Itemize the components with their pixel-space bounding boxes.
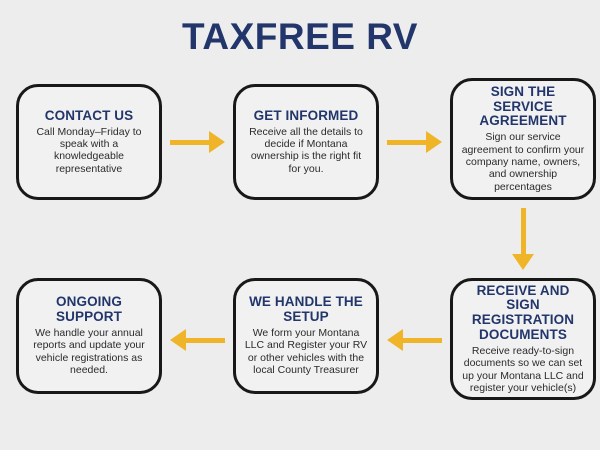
arrow-head [426,131,442,153]
step-box-we-handle-the-setup: WE HANDLE THE SETUP We form your Montana… [233,278,379,394]
arrow-right-icon [387,131,442,153]
arrow-head [387,329,403,351]
arrow-shaft [170,139,209,145]
step-box-ongoing-support: ONGOING SUPPORT We handle your annual re… [16,278,162,394]
step-body: Sign our service agreement to confirm yo… [461,131,585,193]
arrow-shaft [186,337,225,343]
step-title: ONGOING SUPPORT [56,294,122,325]
step-title: GET INFORMED [253,107,359,123]
arrow-down-icon [512,208,534,270]
arrow-shaft [403,337,442,343]
arrow-head [512,254,534,270]
arrow-shaft [387,139,426,145]
step-title: RECEIVE AND SIGN REGISTRATION DOCUMENTS [471,282,575,343]
arrow-head [209,131,225,153]
step-body: We form your Montana LLC and Register yo… [244,327,368,377]
step-body: Receive ready-to-sign documents so we ca… [462,344,584,395]
page-title: TAXFREE RV [182,16,418,57]
step-title: SIGN THE SERVICE AGREEMENT [479,83,567,129]
step-body: Call Monday–Friday to speak with a knowl… [36,125,142,175]
arrow-left-icon [170,329,225,351]
arrow-right-icon [170,131,225,153]
arrow-left-icon [387,329,442,351]
step-box-contact-us: CONTACT US Call Monday–Friday to speak w… [16,84,162,200]
arrow-head [170,329,186,351]
step-box-receive-sign: RECEIVE AND SIGN REGISTRATION DOCUMENTS … [450,278,596,400]
step-title: CONTACT US [44,107,134,123]
step-box-sign-agreement: SIGN THE SERVICE AGREEMENT Sign our serv… [450,78,596,200]
step-body: Receive all the details to decide if Mon… [249,125,363,175]
step-body: We handle your annual reports and update… [33,327,145,377]
step-box-get-informed: GET INFORMED Receive all the details to … [233,84,379,200]
arrow-shaft [520,208,526,254]
step-title: WE HANDLE THE SETUP [249,294,363,325]
